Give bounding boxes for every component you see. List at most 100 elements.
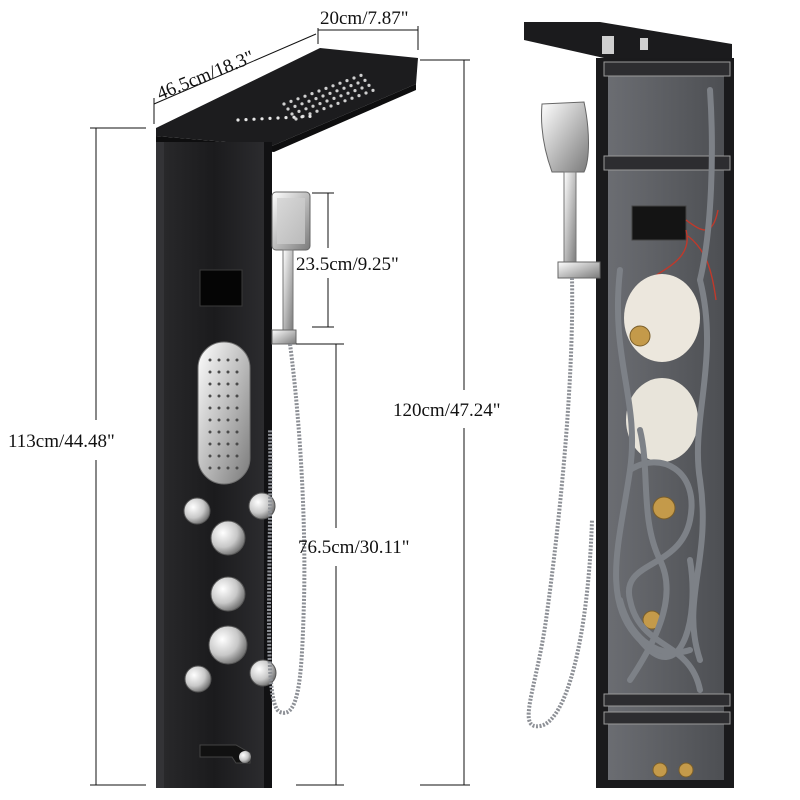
nozzle-dot [226, 370, 230, 374]
nozzle-dot [364, 91, 368, 95]
nozzle-dot [276, 116, 280, 120]
nozzle-dot [329, 104, 333, 108]
holder-height-label: 76.5cm/30.11" [298, 537, 410, 558]
nozzle-dot [321, 94, 325, 98]
diverter-knob-icon [210, 520, 246, 556]
nozzle-dot [339, 94, 343, 98]
rear-top-cap [524, 22, 732, 58]
nozzle-dot [226, 406, 230, 410]
nozzle-dot [293, 104, 297, 108]
nozzle-dot [324, 86, 328, 90]
nozzle-dot [235, 418, 239, 422]
nozzle-dot [235, 358, 239, 362]
nozzle-dot [226, 382, 230, 386]
dimension-lines [90, 26, 470, 786]
nozzle-dot [208, 370, 212, 374]
rear-handheld-head [541, 101, 589, 173]
nozzle-dot [208, 466, 212, 470]
rain-nozzles [282, 73, 375, 121]
shower-hose [267, 343, 307, 715]
rain-head-top [156, 48, 418, 146]
nozzle-dot [308, 112, 312, 116]
nozzle-dot [284, 116, 288, 120]
rear-panel-open [524, 22, 734, 788]
nozzle-dot [217, 406, 221, 410]
nozzle-dot [208, 382, 212, 386]
nozzle-dot [336, 101, 340, 105]
nozzle-dot [208, 430, 212, 434]
nozzle-dot [315, 109, 319, 113]
head-width-label: 20cm/7.87" [320, 8, 409, 29]
nozzle-dot [217, 454, 221, 458]
body-jet-icon [183, 497, 211, 525]
waterfall-dots [236, 114, 312, 122]
nozzle-dot [363, 78, 367, 82]
nozzle-dot [331, 84, 335, 88]
nozzle-dot [208, 406, 212, 410]
nozzle-dot [352, 76, 356, 80]
nozzle-dot [226, 430, 230, 434]
nozzle-dot [300, 102, 304, 106]
nozzle-dot [332, 96, 336, 100]
nozzle-dot [260, 117, 264, 121]
nozzle-dot [311, 104, 315, 108]
nozzle-dot [290, 112, 294, 116]
nozzle-dot [217, 418, 221, 422]
nozzle-dot [217, 382, 221, 386]
nozzle-dot [226, 418, 230, 422]
nozzle-dot [217, 358, 221, 362]
thermostat-knob-icon [208, 625, 248, 665]
body-spray-nozzles [208, 358, 239, 470]
nozzle-dot [303, 94, 307, 98]
nozzle-dot [235, 382, 239, 386]
rear-holder [557, 261, 601, 279]
nozzle-dot [252, 117, 256, 121]
nozzle-dot [226, 442, 230, 446]
nozzle-dot [343, 99, 347, 103]
nozzle-dot [296, 97, 300, 101]
tub-spout-icon [199, 744, 251, 764]
total-height-label: 120cm/47.24" [393, 400, 501, 421]
nozzle-dot [235, 442, 239, 446]
rear-handheld-handle [563, 171, 577, 265]
nozzle-dot [307, 99, 311, 103]
nozzle-dot [217, 370, 221, 374]
control-box [631, 205, 687, 241]
nozzle-dot [359, 73, 363, 77]
nozzle-dot [235, 430, 239, 434]
nozzle-dot [226, 454, 230, 458]
valve-disc [626, 378, 698, 462]
nozzle-dot [342, 86, 346, 90]
nozzle-dot [349, 84, 353, 88]
front-panel: 46.5cm/18.3" 20cm/7.87" 113cm/44.48" 23.… [8, 8, 501, 788]
nozzle-dot [367, 83, 371, 87]
nozzle-dot [244, 118, 248, 122]
nozzle-dot [356, 81, 360, 85]
nozzle-dot [286, 107, 290, 111]
nozzle-dot [328, 91, 332, 95]
handheld-handle [282, 249, 294, 331]
nozzle-dot [317, 89, 321, 93]
nozzle-dot [235, 406, 239, 410]
nozzle-dot [268, 116, 272, 120]
internal-hoses [613, 87, 715, 693]
body-jet-icon [184, 665, 212, 693]
nozzle-dot [325, 99, 329, 103]
nozzle-dot [217, 394, 221, 398]
nozzle-dot [235, 466, 239, 470]
valve-disc [624, 274, 700, 362]
nozzle-dot [314, 97, 318, 101]
nozzle-dot [236, 118, 240, 122]
nozzle-dot [360, 86, 364, 90]
nozzle-dot [217, 442, 221, 446]
nozzle-dot [350, 96, 354, 100]
nozzle-dot [371, 88, 375, 92]
nozzle-dot [297, 109, 301, 113]
body-spray-plate [197, 341, 251, 485]
nozzle-dot [346, 91, 350, 95]
nozzle-dot [235, 370, 239, 374]
nozzle-dot [208, 358, 212, 362]
handheld-length-label: 23.5cm/9.25" [296, 254, 399, 275]
nozzle-dot [335, 89, 339, 93]
